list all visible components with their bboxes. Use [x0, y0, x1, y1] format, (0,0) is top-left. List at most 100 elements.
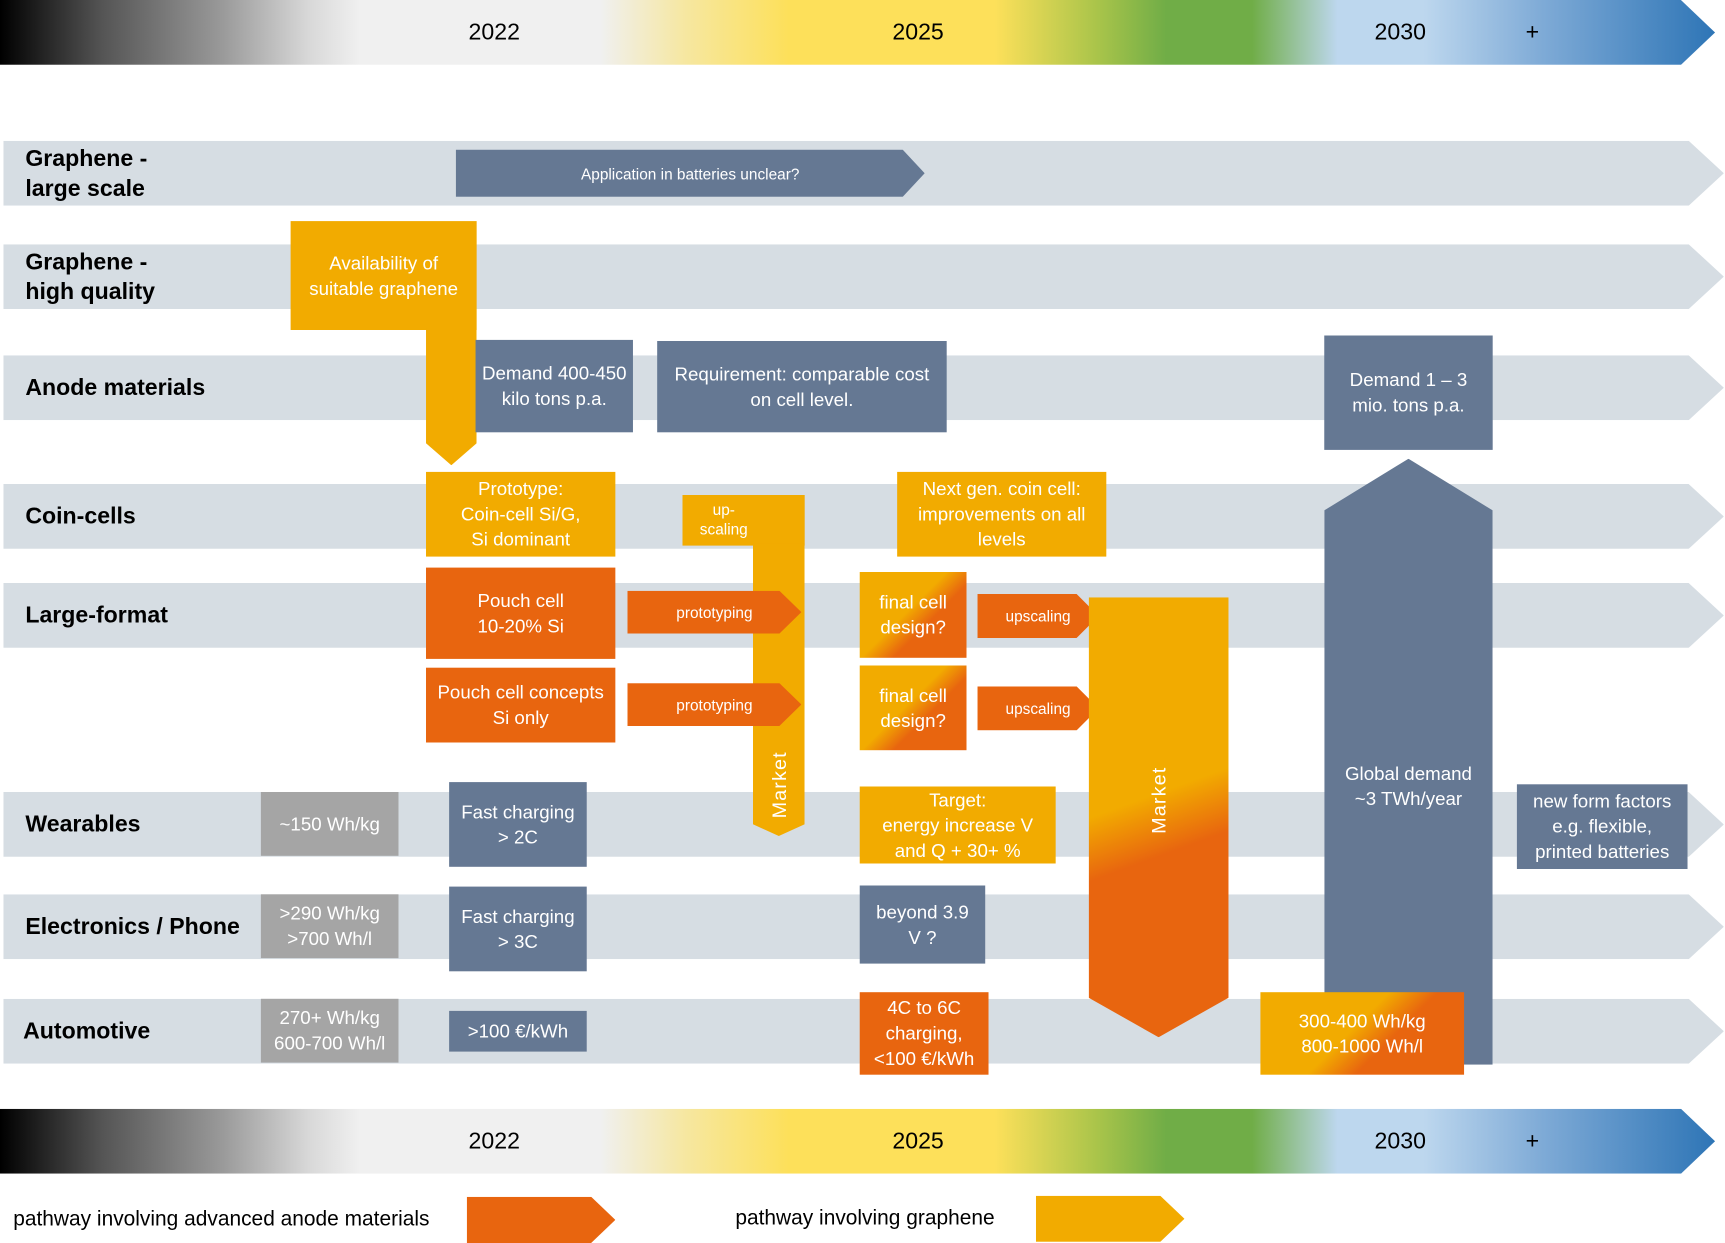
box-application-unclear: Application in batteries unclear?	[456, 150, 925, 197]
text-line: Fast charging	[461, 801, 575, 823]
text-line: Demand 1 – 3	[1349, 369, 1468, 391]
year-2025-bottom: 2025	[892, 1128, 944, 1154]
legend-graphene-label: pathway involving graphene	[735, 1206, 995, 1230]
arrow-prototyping-2: prototyping	[627, 683, 801, 726]
arrow-upscaling-1: upscaling	[978, 594, 1099, 638]
box-demand-400-450: Demand 400-450 kilo tons p.a.	[475, 339, 633, 433]
text-line: improvements on all	[917, 503, 1086, 525]
text-line: on cell level.	[750, 388, 854, 410]
box-prototype-coin-cell: Prototype: Coin-cell Si/G, Si dominant	[426, 471, 616, 557]
year-2025: 2025	[892, 19, 944, 46]
upscaling-small-text: up- scaling	[682, 497, 765, 541]
arrow-upscaling-2: upscaling	[978, 686, 1099, 730]
text-line: Requirement: comparable cost	[674, 363, 930, 385]
text-line: kilo tons p.a.	[501, 388, 607, 410]
text-line: Next gen. coin cell:	[922, 478, 1081, 500]
text-line: 600-700 Wh/l	[274, 1032, 386, 1054]
box-target-energy: Target: energy increase V and Q + 30+ %	[859, 786, 1056, 864]
box-electronics-spec: >290 Wh/kg >700 Wh/l	[260, 894, 399, 959]
availability-text: Availability of suitable graphene	[291, 249, 477, 304]
text-line: final cell	[879, 591, 947, 613]
global-demand-text: Global demand ~3 TWh/year	[1324, 759, 1492, 814]
arrow-global-demand	[1324, 458, 1493, 1065]
text-line: >700 Wh/l	[287, 928, 373, 950]
text-line: e.g. flexible,	[1552, 816, 1653, 838]
legend-anode-label: pathway involving advanced anode materia…	[13, 1207, 430, 1231]
text-line: >290 Wh/kg	[279, 903, 380, 924]
text-line: scaling	[699, 520, 748, 538]
text-line: Si only	[492, 707, 549, 729]
year-plus: +	[1525, 19, 1540, 46]
text-line: suitable graphene	[309, 278, 459, 300]
text-line: Global demand	[1345, 763, 1472, 785]
box-pouch-cell-concepts: Pouch cell concepts Si only	[426, 667, 616, 743]
box-demand-1-3: Demand 1 – 3 mio. tons p.a.	[1324, 335, 1493, 450]
row-label-coin-cells: Coin-cells	[25, 503, 136, 530]
legend-anode-swatch	[467, 1197, 616, 1243]
text-line: > 2C	[497, 826, 538, 848]
box-final-cell-design-2: final cell design?	[859, 665, 967, 751]
row-label-line: Graphene -	[25, 145, 148, 172]
box-beyond-3-9v: beyond 3.9 V ?	[859, 885, 986, 964]
row-label-line: high quality	[25, 278, 156, 305]
text-line: beyond 3.9	[876, 901, 969, 923]
text-line: <100 €/kWh	[873, 1048, 975, 1070]
box-final-cell-design-1: final cell design?	[859, 572, 967, 658]
text-line: Fast charging	[461, 905, 575, 927]
text-line: charging,	[885, 1023, 963, 1044]
text-line: Prototype:	[478, 478, 564, 500]
row-label-electronics-phone: Electronics / Phone	[25, 914, 240, 940]
text-line: 270+ Wh/kg	[279, 1007, 380, 1029]
box-fast-4c-6c: 4C to 6C charging, <100 €/kWh	[859, 992, 989, 1075]
timeline-top: 2022 2025 2030 +	[0, 0, 1716, 65]
box-new-form-factors: new form factors e.g. flexible, printed …	[1516, 784, 1688, 869]
text-line: levels	[977, 529, 1026, 550]
text-line: Availability of	[329, 253, 439, 274]
row-label-line: large scale	[25, 175, 145, 201]
text-line: up-	[712, 500, 735, 519]
text-line: design?	[880, 617, 946, 638]
market-label-1: Market	[768, 751, 791, 819]
legend-graphene-swatch	[1036, 1196, 1185, 1242]
box-requirement-cost: Requirement: comparable cost on cell lev…	[657, 341, 947, 433]
box-next-gen-coin-cell: Next gen. coin cell: improvements on all…	[897, 471, 1107, 557]
text-line: Pouch cell	[477, 590, 564, 612]
box-cost-100: >100 €/kWh	[449, 1010, 587, 1052]
arrow-market-2	[1088, 597, 1229, 1038]
year-2022-bottom: 2022	[468, 1128, 520, 1154]
text-line: 4C to 6C	[887, 997, 962, 1019]
text-line: mio. tons p.a.	[1352, 394, 1465, 416]
text-line: printed batteries	[1535, 841, 1670, 863]
box-automotive-spec: 270+ Wh/kg 600-700 Wh/l	[260, 998, 399, 1063]
text-line: new form factors	[1533, 790, 1672, 812]
box-availability-graphene	[290, 221, 477, 330]
box-wearables-spec: ~150 Wh/kg	[260, 792, 399, 856]
text-line: ~3 TWh/year	[1354, 788, 1463, 810]
row-label-graphene-high-quality: Graphene - high quality	[25, 244, 155, 309]
text-line: and Q + 30+ %	[894, 839, 1021, 861]
text-line: Si dominant	[471, 529, 571, 550]
text-line: Demand 400-450	[481, 363, 627, 384]
year-plus-bottom: +	[1525, 1128, 1540, 1154]
row-label-automotive: Automotive	[23, 1018, 151, 1044]
text-line: V ?	[908, 926, 937, 948]
year-2030: 2030	[1374, 19, 1426, 46]
text-line: 300-400 Wh/kg	[1298, 1010, 1426, 1032]
text-line: 800-1000 Wh/l	[1301, 1035, 1424, 1057]
row-label-large-format: Large-format	[25, 602, 168, 629]
arrow-availability-down	[426, 327, 477, 466]
text-line: Pouch cell concepts	[437, 682, 604, 703]
text-line: design?	[880, 710, 946, 731]
text-line: > 3C	[497, 931, 538, 953]
text-line: energy increase V	[882, 814, 1034, 836]
text-line: Coin-cell Si/G,	[460, 503, 581, 525]
market-label-2: Market	[1148, 766, 1171, 834]
year-2030-bottom: 2030	[1374, 1128, 1426, 1154]
row-label-wearables: Wearables	[25, 811, 141, 838]
box-fast-charging-3c: Fast charging > 3C	[449, 886, 587, 972]
box-fast-charging-2c: Fast charging > 2C	[449, 782, 587, 867]
box-automotive-2030: 300-400 Wh/kg 800-1000 Wh/l	[1260, 992, 1465, 1075]
text-line: Target:	[929, 789, 987, 811]
text-line: 10-20% Si	[477, 615, 564, 637]
